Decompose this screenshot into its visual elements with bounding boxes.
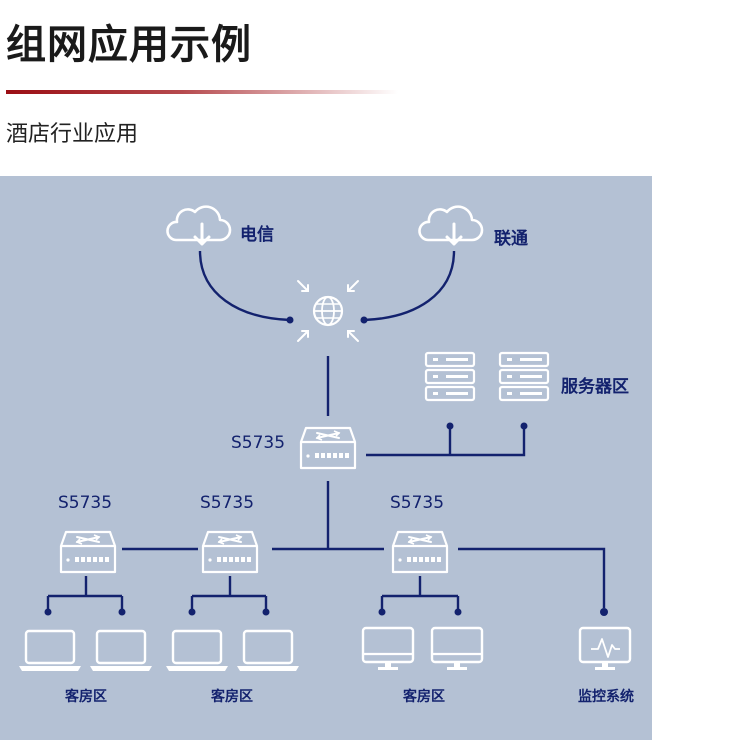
globe-icon xyxy=(297,280,359,342)
section-subtitle: 酒店行业应用 xyxy=(6,122,139,147)
switch-label-access-3: S5735 xyxy=(390,493,445,513)
diagram-canvas xyxy=(17,205,632,673)
server-zone-label: 服务器区 xyxy=(561,377,629,397)
link-room-1 xyxy=(46,576,124,612)
switch-icon-access-1 xyxy=(59,530,117,574)
link-room-2 xyxy=(190,576,268,612)
server-icon-2 xyxy=(498,351,550,402)
switch-icon-access-2 xyxy=(201,530,259,574)
switch-label-access-1: S5735 xyxy=(58,493,113,513)
link-room-3 xyxy=(380,576,460,612)
network-diagram: 电信 联通 服务器区 S5735 S5735 S5735 S5735 客房区 客… xyxy=(0,176,652,740)
zone-label-guest-room-2: 客房区 xyxy=(211,689,253,705)
zone-label-monitoring: 监控系统 xyxy=(578,689,634,705)
server-icon-1 xyxy=(424,351,476,402)
laptop-icon xyxy=(164,629,230,673)
isp-label-telecom: 电信 xyxy=(240,225,274,245)
laptop-icon xyxy=(235,629,301,673)
monitor-icon xyxy=(361,626,415,672)
camera-monitor-icon xyxy=(578,626,632,672)
cloud-download-icon-telecom xyxy=(165,205,232,246)
switch-label-core: S5735 xyxy=(231,433,286,453)
switch-icon-access-3 xyxy=(391,530,449,574)
link-monitoring xyxy=(458,547,606,608)
title-divider xyxy=(6,90,398,94)
switch-label-access-2: S5735 xyxy=(200,493,255,513)
link-telecom xyxy=(198,250,291,322)
switch-icon-core xyxy=(299,426,357,470)
laptop-icon xyxy=(88,629,154,673)
zone-label-guest-room-1: 客房区 xyxy=(65,689,107,705)
link-unicom xyxy=(363,250,456,322)
isp-label-unicom: 联通 xyxy=(494,229,528,249)
connection-dots xyxy=(44,316,608,616)
monitor-icon xyxy=(430,626,484,672)
link-server-bus xyxy=(366,426,526,457)
cloud-download-icon-unicom xyxy=(417,205,484,246)
zone-label-guest-room-3: 客房区 xyxy=(403,689,445,705)
laptop-icon xyxy=(17,629,83,673)
connection-lines xyxy=(46,250,606,612)
page-title: 组网应用示例 xyxy=(6,22,252,68)
